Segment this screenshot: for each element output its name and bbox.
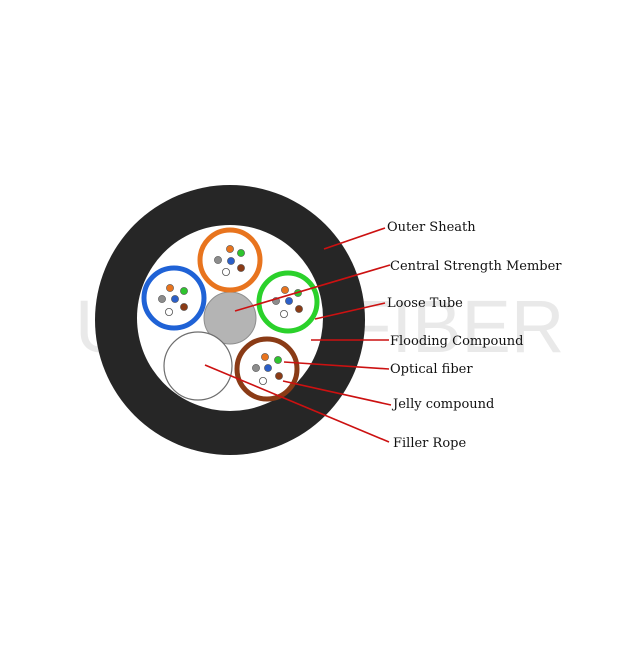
label-outer-sheath: Outer Sheath <box>387 220 476 235</box>
label-filler-rope: Filler Rope <box>393 436 466 451</box>
loose-tube-orange <box>197 227 263 293</box>
optical-fiber <box>180 287 188 295</box>
optical-fiber <box>227 257 235 265</box>
label-jelly-compound: Jelly compound <box>391 397 494 412</box>
optical-fiber <box>252 364 260 372</box>
optical-fiber <box>285 297 293 305</box>
leader-line-filler-rope <box>204 364 390 443</box>
optical-fiber <box>221 267 230 276</box>
optical-fiber <box>279 309 288 318</box>
leader-line-central-strength-member <box>234 264 391 312</box>
optical-fiber <box>166 284 174 292</box>
label-loose-tube: Loose Tube <box>387 296 463 311</box>
optical-fiber <box>164 307 173 316</box>
optical-fiber <box>158 295 166 303</box>
leader-line-jelly-compound <box>282 380 392 406</box>
optical-fiber <box>275 372 283 380</box>
label-flooding-compound: Flooding Compound <box>390 334 523 349</box>
leader-line-loose-tube <box>314 302 386 320</box>
optical-fiber <box>237 249 245 257</box>
optical-fiber <box>295 305 303 313</box>
loose-tube-green <box>256 270 320 334</box>
optical-fiber <box>237 264 245 272</box>
label-optical-fiber: Optical fiber <box>390 362 473 377</box>
leader-line-outer-sheath <box>323 227 386 250</box>
loose-tube-brown <box>234 336 300 402</box>
label-central-strength-member: Central Strength Member <box>390 259 562 274</box>
optical-fiber <box>264 364 272 372</box>
optical-fiber <box>261 353 269 361</box>
optical-fiber <box>171 295 179 303</box>
optical-fiber <box>281 286 289 294</box>
optical-fiber <box>180 303 188 311</box>
filler-rope <box>163 331 233 401</box>
optical-fiber <box>274 356 282 364</box>
optical-fiber <box>226 245 234 253</box>
optical-fiber <box>258 376 267 385</box>
optical-fiber <box>214 256 222 264</box>
leader-line-optical-fiber <box>283 361 390 370</box>
loose-tube-blue <box>141 265 207 331</box>
